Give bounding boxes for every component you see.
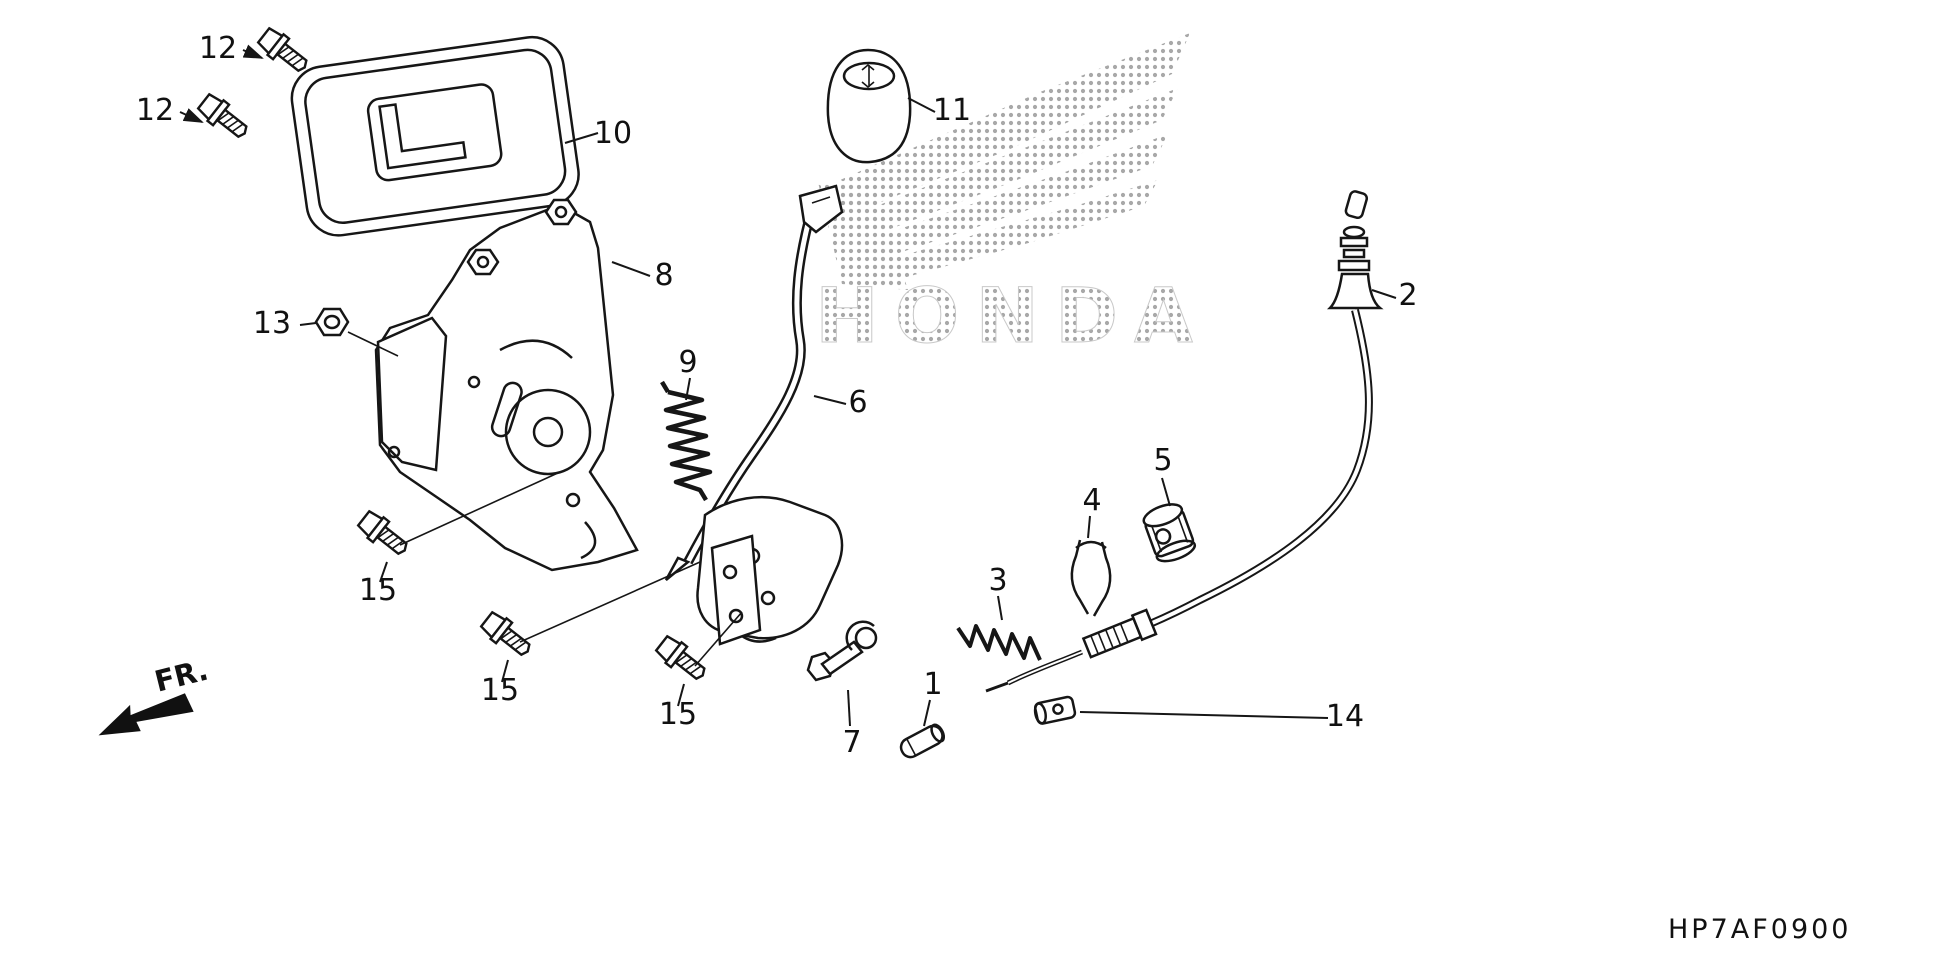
callout-12-b: 12 — [136, 93, 174, 128]
callout-12-a: 12 — [199, 31, 237, 66]
callout-5: 5 — [1153, 443, 1172, 478]
part-1-pin — [899, 723, 946, 759]
honda-watermark-text: HONDA — [815, 271, 1209, 360]
callout-6: 6 — [848, 385, 867, 420]
callout-11: 11 — [933, 93, 971, 128]
fr-arrow-icon — [98, 693, 194, 736]
part-10-cover-plate — [290, 35, 580, 237]
part-8-bracket — [374, 198, 639, 572]
callout-10: 10 — [594, 116, 632, 151]
part-11-shift-knob — [826, 48, 912, 164]
part-5-bushing — [1142, 503, 1197, 563]
part-7-ball-joint-bolt — [806, 620, 878, 682]
part-12-bolt-b — [194, 89, 254, 145]
part-6-shift-lever — [664, 184, 844, 646]
part-9-spring — [660, 380, 713, 502]
callout-7: 7 — [842, 725, 861, 760]
callout-13: 13 — [253, 306, 291, 341]
leader-lines — [179, 44, 1397, 727]
part-15-bolt-b — [477, 607, 537, 663]
callout-4: 4 — [1082, 483, 1101, 518]
callout-15-a: 15 — [359, 573, 397, 608]
callout-2: 2 — [1398, 278, 1417, 313]
callout-9: 9 — [678, 345, 697, 380]
callout-15-b: 15 — [481, 673, 519, 708]
part-3-spring — [956, 624, 1042, 661]
callout-15-c: 15 — [659, 697, 697, 732]
part-4-clip — [1070, 539, 1112, 617]
part-12-bolt-a — [254, 23, 314, 79]
part-14-joint — [1033, 695, 1077, 725]
callout-8: 8 — [654, 258, 673, 293]
callout-3: 3 — [988, 563, 1007, 598]
part-13-nut — [314, 307, 350, 337]
callout-14: 14 — [1326, 699, 1364, 734]
part-15-bolt-a — [354, 506, 414, 562]
diagram-code: HP7AF0900 — [1668, 914, 1851, 945]
part-2-cable — [985, 190, 1384, 693]
part-15-bolt-c — [652, 631, 712, 687]
fr-label: FR. — [151, 653, 211, 699]
callout-1: 1 — [923, 667, 942, 702]
fr-direction-indicator: FR. — [98, 653, 212, 736]
